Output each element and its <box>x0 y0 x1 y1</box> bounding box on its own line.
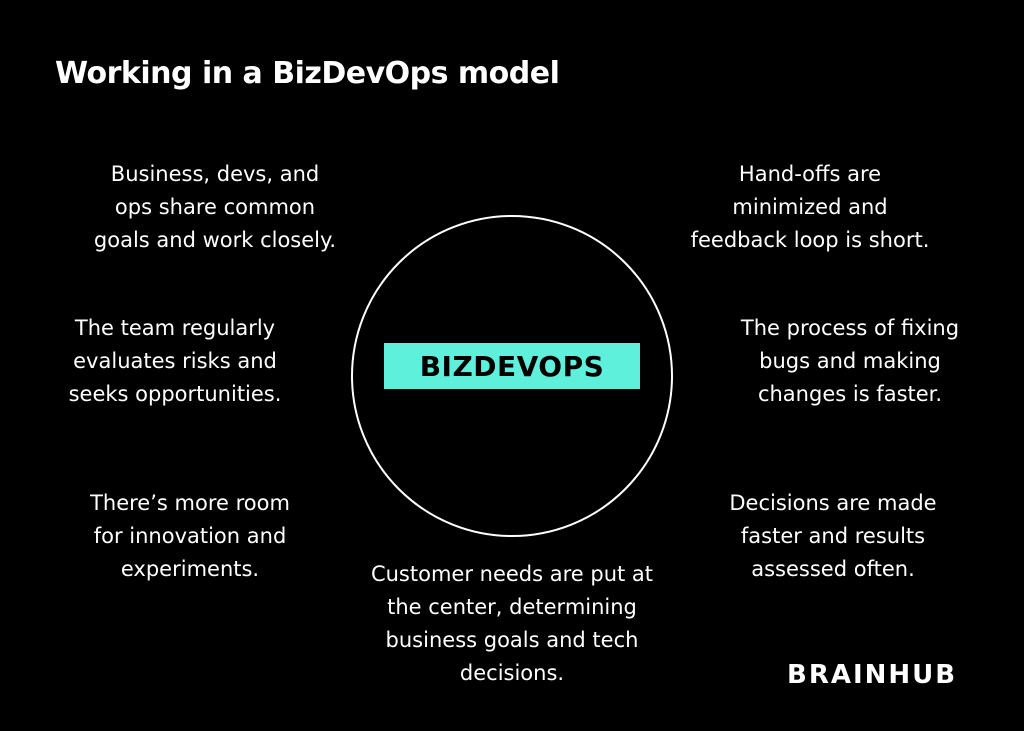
benefit-faster-decisions: Decisions are made faster and results as… <box>729 491 937 581</box>
center-label: BIZDEVOPS <box>384 343 640 389</box>
benefit-risk-evaluation: The team regularly evaluates risks and s… <box>68 316 282 406</box>
benefit-short-feedback-loop: Hand-offs are minimized and feedback loo… <box>690 162 930 252</box>
benefit-faster-fixes: The process of fixing bugs and making ch… <box>740 316 960 406</box>
benefit-shared-goals: Business, devs, and ops share common goa… <box>93 162 337 252</box>
center-circle <box>351 215 673 537</box>
benefit-innovation: There’s more room for innovation and exp… <box>90 491 290 581</box>
benefit-customer-centered: Customer needs are put at the center, de… <box>370 562 654 685</box>
page-title: Working in a BizDevOps model <box>55 56 560 91</box>
brand-logo: BRAINHUB <box>787 660 958 690</box>
